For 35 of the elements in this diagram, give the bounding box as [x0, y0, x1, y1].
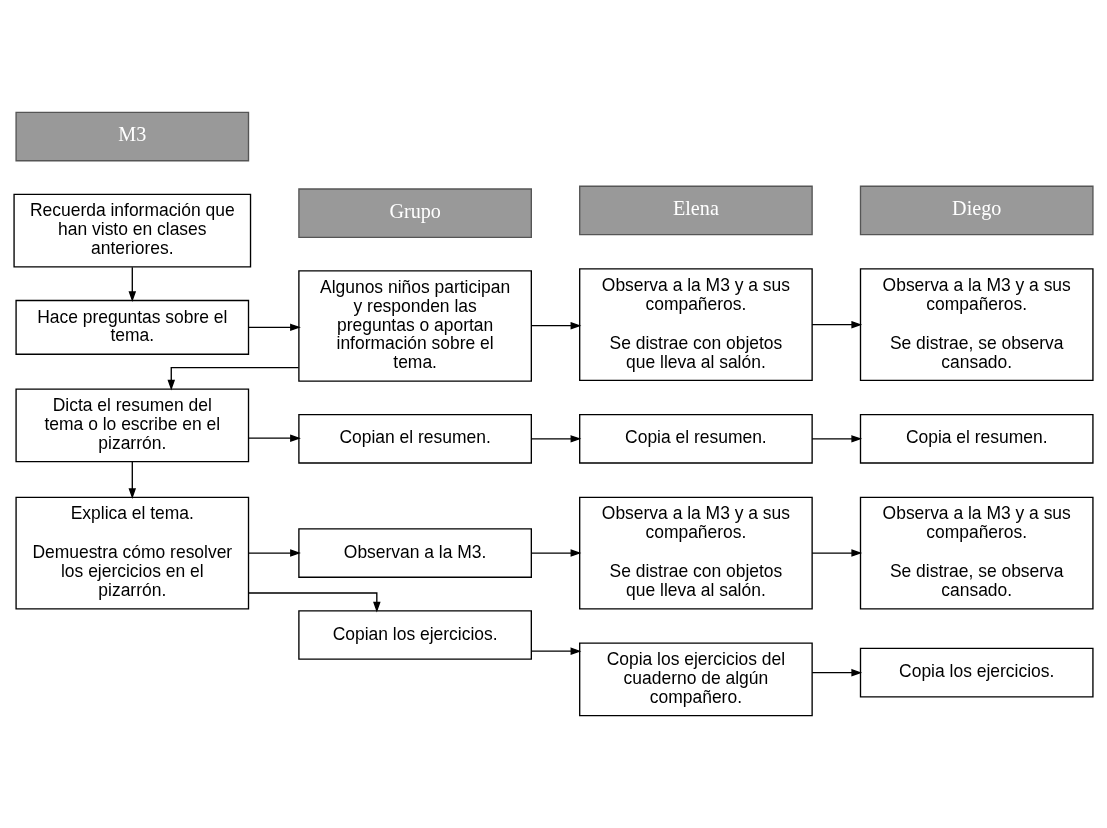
arrow: [530, 549, 582, 557]
node-box: Observa a la M3 y a sus compañeros. Se distrae con objetos que lleva al salón.: [579, 496, 813, 610]
node-box: Explica el tema. Demuestra cómo resolver los ejercicios en el pizarrón.: [15, 496, 250, 610]
node-box: Hace preguntas sobre el tema.: [15, 299, 250, 355]
node-box: Copia los ejercicios del cuaderno de algún compañero.: [579, 642, 813, 717]
node-box: Copian los ejercicios.: [298, 610, 532, 660]
node-box: M3: [15, 111, 250, 162]
arrow: [811, 549, 863, 557]
arrow: [248, 592, 381, 613]
arrow: [247, 434, 301, 442]
arrow: [167, 366, 300, 391]
arrow: [530, 321, 582, 330]
node-box: Observa a la M3 y a sus compañeros. Se distrae, se observa cansado.: [859, 496, 1094, 610]
node-box: Observa a la M3 y a sus compañeros. Se distrae con objetos que lleva al salón.: [579, 268, 813, 382]
node-box: Copian el resumen.: [298, 414, 532, 464]
node-box: Observan a la M3.: [298, 528, 532, 578]
arrow: [530, 647, 582, 655]
arrow: [811, 435, 863, 443]
node-box: Algunos niños participan y responden las preguntas o aportan información sobre el tema.: [298, 270, 532, 382]
node-box: Recuerda información que han visto en clases anteriores.: [13, 193, 252, 268]
node-box: Elena: [579, 185, 813, 236]
node-box: Grupo: [298, 188, 532, 238]
node-box: Diego: [859, 185, 1094, 236]
arrow: [247, 323, 301, 332]
node-box: Dicta el resumen del tema o lo escribe en el pizarrón.: [15, 388, 250, 463]
arrow: [530, 435, 582, 443]
node-box: Copia el resumen.: [579, 414, 813, 464]
node-box: Observa a la M3 y a sus compañeros. Se distrae, se observa cansado.: [859, 268, 1094, 382]
node-box: Copia el resumen.: [859, 414, 1094, 464]
arrow: [128, 461, 137, 499]
arrow: [128, 266, 137, 303]
arrow: [811, 668, 863, 677]
node-box: Copia los ejercicios.: [859, 647, 1094, 698]
arrow: [811, 320, 863, 329]
arrow: [247, 549, 301, 557]
